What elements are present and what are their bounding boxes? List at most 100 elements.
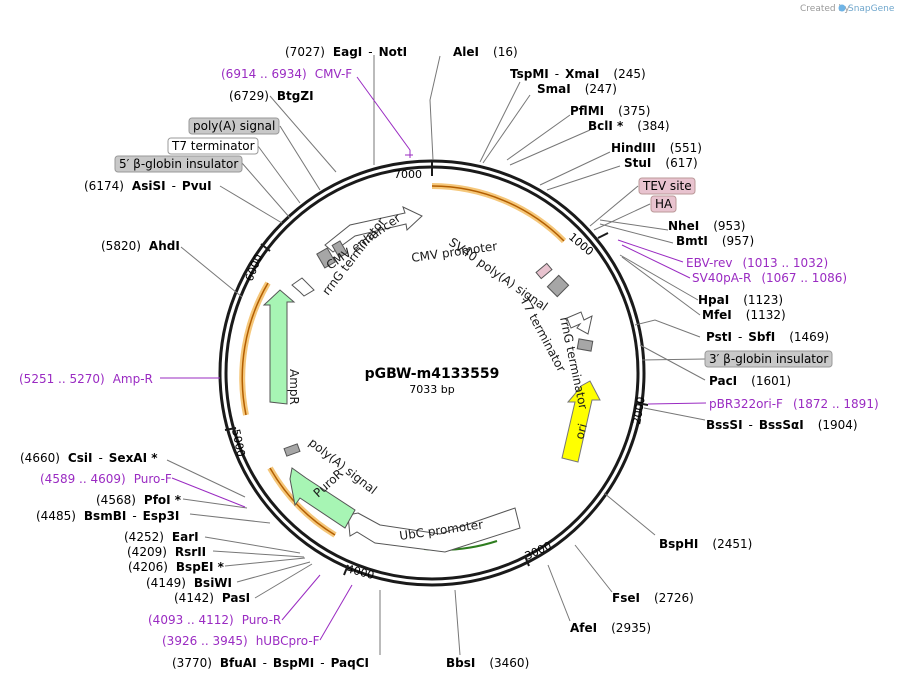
leader-pfoi [182, 498, 248, 509]
box-label-globin3: 3′ β-globin insulator [709, 352, 828, 366]
site-csi[interactable]: (4660)CsiI-SexAI * [20, 451, 158, 465]
puror-arrow[interactable] [289, 467, 356, 529]
rrng-right-arrow[interactable] [566, 311, 593, 335]
leader-csi [166, 459, 246, 498]
leader-pbr322 [647, 402, 707, 405]
ubc-promoter-arrow[interactable] [347, 507, 521, 553]
primer-ampr[interactable]: (5251 .. 5270)Amp-R [19, 372, 153, 386]
leader-btgzi [269, 95, 337, 173]
snapgene-watermark: Created by SnapGene [800, 4, 895, 14]
primer-sv40pa[interactable]: SV40pA-R(1067 .. 1086) [692, 271, 847, 285]
leader-bbs [454, 589, 461, 656]
sv40-polya-box[interactable] [535, 262, 553, 280]
site-leaders [166, 55, 706, 656]
site-bbs[interactable]: BbsI(3460) [446, 656, 529, 670]
site-ahd[interactable]: (5820)AhdI [101, 239, 180, 253]
site-pflmi[interactable]: PflMI(375) [570, 104, 650, 118]
primer-purof[interactable]: (4589 .. 4609)Puro-F [40, 472, 172, 486]
tick-4000 [343, 564, 349, 576]
leader-asisi [219, 185, 283, 224]
primer-hubc[interactable]: (3926 .. 3945)hUBCpro-F [162, 634, 320, 648]
site-fse[interactable]: FseI(2726) [612, 591, 694, 605]
site-pfoi[interactable]: (4568)PfoI * [96, 493, 182, 507]
primer-pbr322[interactable]: pBR322ori-F(1872 .. 1891) [709, 397, 879, 411]
orf-highlights [239, 183, 567, 551]
orf-arc-puro-line [269, 467, 336, 536]
site-bfuai[interactable]: (3770)BfuAI-BspMI-PaqCI [172, 656, 369, 670]
leader-ale [429, 55, 441, 161]
tick-5000 [224, 427, 237, 431]
site-nhe[interactable]: NheI(953) [668, 219, 745, 233]
leader-bsiwi [236, 561, 311, 583]
leader-tev [589, 185, 639, 227]
leader-bsmbi [189, 513, 271, 524]
site-bmt[interactable]: BmtI(957) [676, 234, 754, 248]
site-afe[interactable]: AfeI(2935) [570, 621, 651, 635]
site-asisi[interactable]: (6174)AsiSI-PvuI [84, 179, 212, 193]
box-tev[interactable] [638, 177, 696, 195]
watermark-prefix: Created by [800, 4, 850, 14]
cmv-enhancer-arrow[interactable] [324, 206, 423, 253]
site-bsiwi[interactable]: (4149)BsiWI [146, 576, 232, 590]
site-bsssi[interactable]: BssSI-BssSαI(1904) [706, 418, 858, 432]
leader-pac [639, 344, 706, 381]
tick-label-3000: 3000 [523, 539, 554, 563]
leader-ear [204, 536, 301, 554]
rrng-left-arrow[interactable] [291, 277, 315, 297]
box-globin5[interactable] [114, 155, 243, 173]
site-ear[interactable]: (4252)EarI [124, 530, 199, 544]
site-rsr[interactable]: (4209)RsrII [127, 545, 206, 559]
primer-puror[interactable]: (4093 .. 4112)Puro-R [148, 613, 281, 627]
site-mfe[interactable]: MfeI(1132) [702, 308, 786, 322]
primer-labels: (6914 .. 6934)CMV-F EBV-rev(1013 .. 1032… [19, 67, 879, 648]
tick-2000 [636, 402, 649, 406]
box-globin3[interactable] [704, 350, 833, 368]
ampr-arrow[interactable] [262, 289, 296, 405]
site-bsphi[interactable]: BspHI(2451) [659, 537, 752, 551]
orf-arc-ampr-line [241, 282, 269, 416]
site-hpa[interactable]: HpaI(1123) [698, 293, 783, 307]
site-pac[interactable]: PacI(1601) [709, 374, 791, 388]
gray-feature-box-2[interactable] [331, 240, 348, 259]
leader-puror [281, 574, 321, 621]
primer-ebvrev[interactable]: EBV-rev(1013 .. 1032) [686, 256, 828, 270]
inner-polya-box[interactable] [283, 443, 301, 457]
site-ale[interactable]: AleI(16) [453, 45, 518, 59]
site-labels-left: (7027)EagI-NotI (6729)BtgZI (6174)AsiSI-… [20, 45, 407, 670]
ori-arrow[interactable] [561, 380, 601, 463]
orf-arc-ampr [239, 281, 271, 416]
leader-afe [547, 564, 571, 622]
site-eag[interactable]: (7027)EagI-NotI [285, 45, 407, 59]
box-label-polya: poly(A) signal [193, 119, 275, 133]
box-polya[interactable] [188, 117, 280, 135]
t7-term-box[interactable] [546, 274, 570, 298]
gray-feature-box-1[interactable] [316, 247, 336, 269]
primer-cmvf[interactable]: (6914 .. 6934)CMV-F [221, 67, 352, 81]
feature-label-ori: ori [572, 422, 590, 441]
site-bsmbi[interactable]: (4485)BsmBI-Esp3I [36, 509, 179, 523]
tick-label-6000: 6000 [243, 252, 266, 283]
tick-3000 [524, 555, 530, 567]
box-t7term[interactable] [167, 137, 259, 155]
site-stu[interactable]: StuI(617) [624, 156, 698, 170]
box-ha[interactable] [650, 195, 677, 213]
site-bspei[interactable]: (4206)BspEI * [128, 560, 225, 574]
site-tspmi[interactable]: TspMI-XmaI(245) [510, 67, 646, 81]
leader-hind [539, 151, 611, 186]
box-label-globin5: 5′ β-globin insulator [119, 157, 238, 171]
leader-bsphi [603, 492, 656, 536]
site-btgzi[interactable]: (6729)BtgZI [229, 89, 314, 103]
tick-label-4000: 4000 [345, 562, 375, 582]
site-pas[interactable]: (4142)PasI [174, 591, 250, 605]
leader-pst [634, 319, 701, 338]
box-label-tev: TEV site [642, 179, 692, 193]
site-bcl[interactable]: BclI *(384) [588, 119, 670, 133]
site-hind[interactable]: HindIII(551) [611, 141, 702, 155]
leader-sma [482, 94, 531, 164]
site-pst[interactable]: PstI-SbfI(1469) [706, 330, 829, 344]
leader-bmt [599, 223, 674, 244]
site-sma[interactable]: SmaI(247) [537, 82, 617, 96]
leader-fse [574, 544, 613, 593]
rrng-right-box[interactable] [576, 338, 594, 352]
